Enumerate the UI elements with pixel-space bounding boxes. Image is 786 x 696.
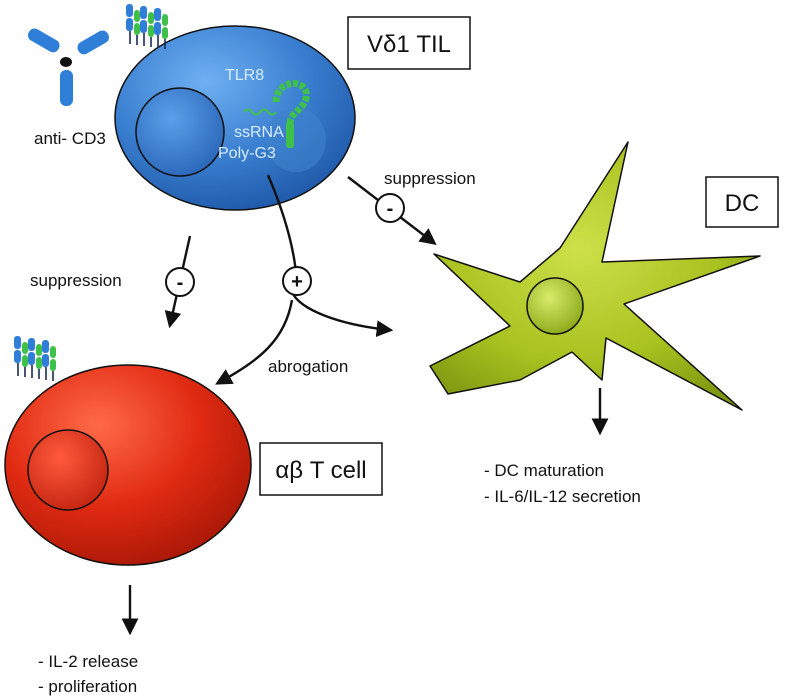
dc-outcome-1: - DC maturation [484,461,604,480]
dc-label: DC [725,190,760,217]
anti-cd3-label: anti- CD3 [34,129,106,148]
dc-outcome-2: - IL-6/IL-12 secretion [484,487,641,506]
anti-cd3-antibody-icon [27,28,110,106]
svg-text:+: + [291,271,303,293]
polyg3-label: Poly-G3 [218,145,276,162]
vd1-til-cell [114,25,356,211]
tcell-label: αβ T cell [275,457,366,484]
tlr8-label: TLR8 [225,67,264,84]
vd1-nucleus [135,87,225,177]
vd1-til-label: Vδ1 TIL [367,31,451,58]
dc-nucleus [526,277,584,335]
tcell-receptor-icon [13,335,57,382]
tlr8-receptor-icon [243,80,310,148]
suppression-tcell-label: suppression [30,271,122,290]
minus-sign-tcell: - [165,267,195,297]
vd1-receptor-icon [125,3,169,50]
abrogation-label: abrogation [268,357,348,376]
tcell-outcome-2: - proliferation [38,677,137,696]
suppression-dc-label: suppression [384,169,476,188]
svg-text:-: - [177,272,184,294]
vd1-til-box: Vδ1 TIL [347,16,471,70]
tcell-box: αβ T cell [259,442,383,496]
plus-sign: + [282,266,312,296]
arrow-abrogation-to-tcell [215,299,294,385]
tcell-nucleus [27,429,109,511]
dc-cell [429,141,761,411]
ssrna-label: ssRNA [234,124,284,141]
ab-tcell [4,364,252,566]
svg-text:-: - [387,198,394,220]
dc-box: DC [705,176,779,228]
minus-sign-dc: - [375,193,405,223]
tcell-outcome-1: - IL-2 release [38,652,138,671]
